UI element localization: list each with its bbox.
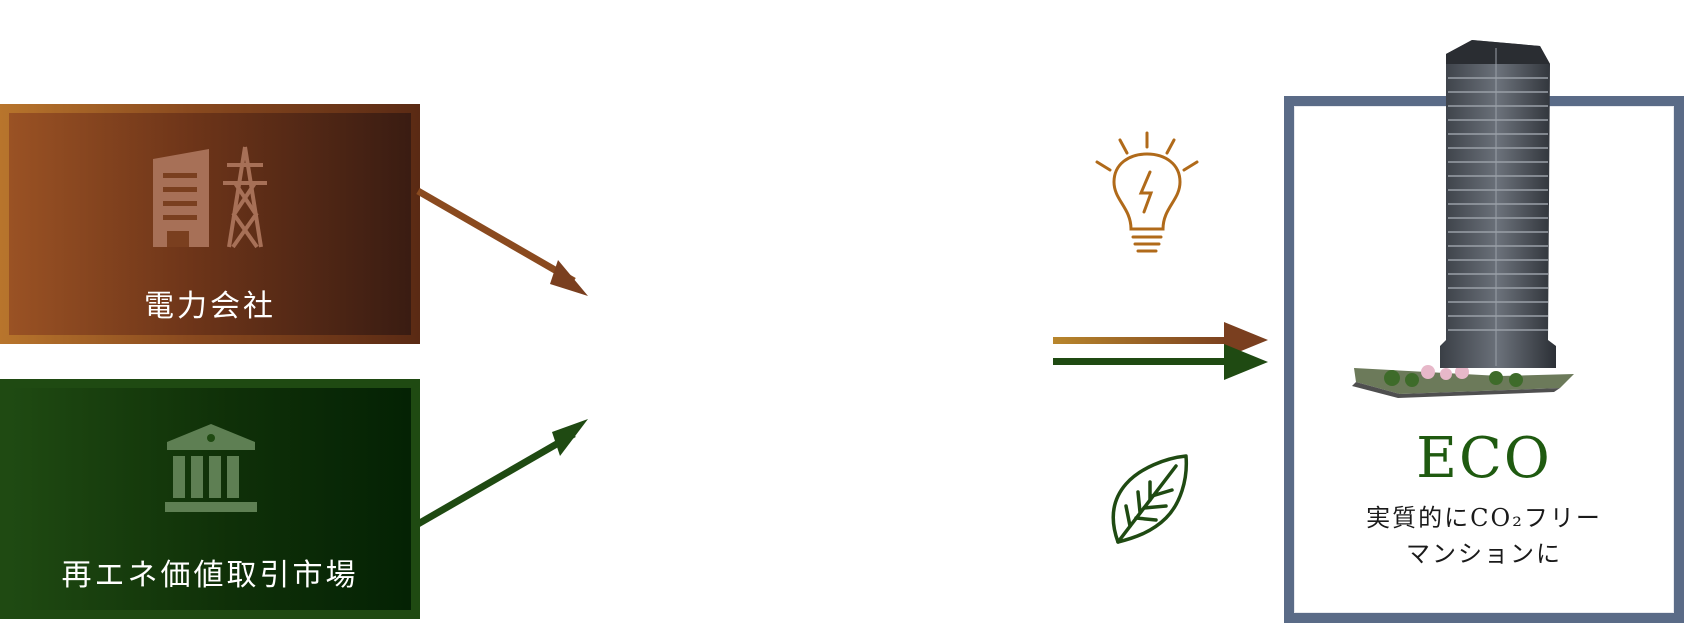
market-label: 再エネ価値取引市場 [61, 558, 359, 593]
arrow-right-icon [416, 419, 588, 528]
bank-icon [165, 424, 257, 512]
market-box-inner: 再エネ価値取引市場 [9, 388, 411, 610]
arrow-right-icon [1053, 344, 1268, 380]
eco-subtitle-line2: マンションに [1406, 540, 1562, 568]
eco-subtitle-line1: 実質的にCO₂フリー [1366, 504, 1602, 532]
power-company-label: 電力会社 [144, 289, 276, 324]
eco-title: ECO [1416, 426, 1552, 491]
market-box: 再エネ価値取引市場 [0, 379, 420, 619]
power-company-box: 電力会社 [0, 104, 420, 344]
leaf-icon [1111, 454, 1189, 544]
lightbulb-icon [1095, 131, 1199, 253]
arrow-right-icon [416, 187, 588, 296]
power-company-box-inner: 電力会社 [9, 113, 411, 335]
building-powerline-icon [153, 146, 267, 249]
